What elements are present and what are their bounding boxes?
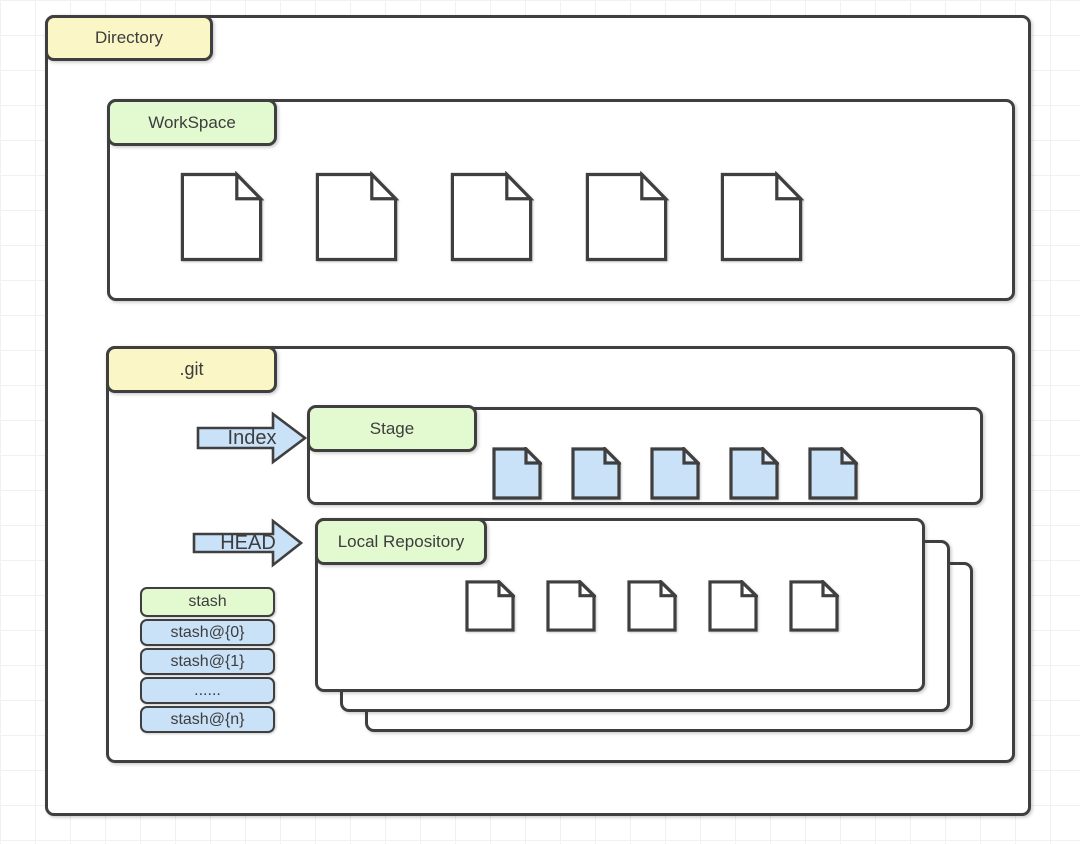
head-arrow: HEAD	[192, 518, 304, 568]
index-arrow: Index	[196, 411, 308, 465]
document-icon	[546, 580, 596, 632]
git-label: .git	[106, 346, 277, 393]
stash-header: stash	[140, 587, 275, 617]
stash-row: stash@{n}	[140, 706, 275, 733]
stash-row: stash@{0}	[140, 619, 275, 646]
stash-table: stash stash@{0}stash@{1}......stash@{n}	[140, 587, 275, 733]
document-icon	[449, 171, 534, 263]
head-arrow-label: HEAD	[220, 531, 276, 554]
document-icon	[708, 580, 758, 632]
local-repository-label: Local Repository	[315, 518, 487, 565]
workspace-files	[179, 171, 804, 263]
right-block-arrow-icon	[192, 518, 304, 568]
document-icon	[627, 580, 677, 632]
document-icon	[571, 447, 621, 500]
document-icon	[808, 447, 858, 500]
stash-row: stash@{1}	[140, 648, 275, 675]
directory-label: Directory	[45, 15, 213, 61]
document-icon	[465, 580, 515, 632]
document-icon	[789, 580, 839, 632]
stage-files	[492, 447, 858, 500]
index-arrow-label: Index	[227, 426, 277, 449]
workspace-label: WorkSpace	[107, 99, 277, 146]
stage-label: Stage	[307, 405, 477, 452]
document-icon	[584, 171, 669, 263]
document-icon	[492, 447, 542, 500]
right-block-arrow-icon	[196, 411, 308, 465]
document-icon	[314, 171, 399, 263]
local-repository-files	[465, 580, 839, 632]
document-icon	[179, 171, 264, 263]
stash-row: ......	[140, 677, 275, 704]
document-icon	[729, 447, 779, 500]
document-icon	[719, 171, 804, 263]
document-icon	[650, 447, 700, 500]
